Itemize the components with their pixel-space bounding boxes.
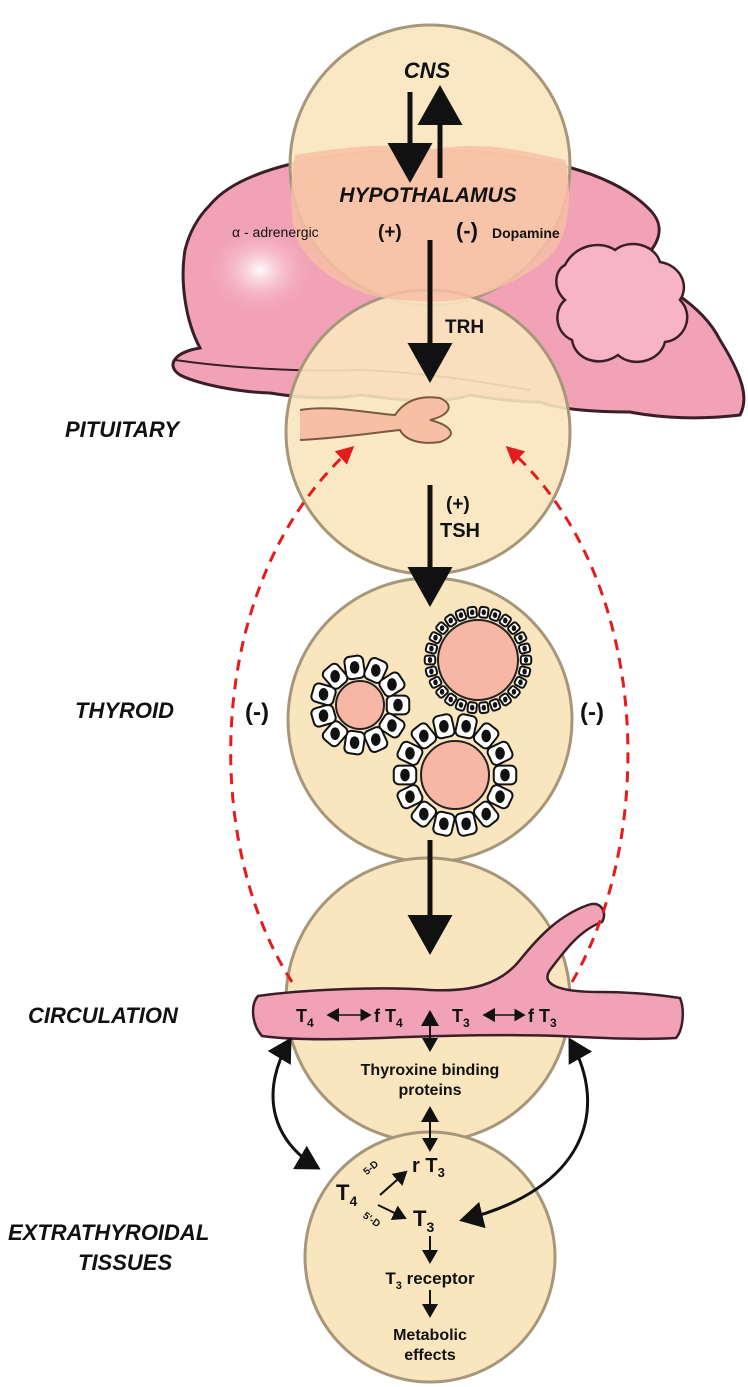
- thyroid-label: THYROID: [75, 698, 174, 723]
- feedback-left-label: (-): [245, 699, 269, 726]
- metabolic-effects-line2: effects: [404, 1347, 456, 1364]
- pituitary-label: PITUITARY: [65, 417, 181, 442]
- tsh-label: TSH: [440, 520, 480, 542]
- hypothalamus-label: HYPOTHALAMUS: [339, 184, 516, 207]
- plus-sign: (+): [378, 222, 402, 243]
- extrathyroidal-label-line1: EXTRATHYROIDAL: [8, 1220, 209, 1245]
- thyroid-follicle: [425, 607, 532, 714]
- metabolic-effects-line1: Metabolic: [393, 1327, 467, 1344]
- circulation-label: CIRCULATION: [28, 1003, 179, 1028]
- trh-label: TRH: [445, 317, 484, 338]
- minus-sign: (-): [456, 218, 478, 243]
- tsh-plus-label: (+): [446, 494, 470, 515]
- thyroid-follicle: [394, 713, 517, 837]
- binding-proteins-line1: Thyroxine binding: [361, 1062, 500, 1079]
- dopamine-label: Dopamine: [492, 225, 560, 241]
- feedback-right-label: (-): [580, 699, 604, 726]
- binding-proteins-line2: proteins: [398, 1082, 461, 1099]
- extrathyroidal-label-line2: TISSUES: [78, 1250, 172, 1275]
- cns-label: CNS: [404, 58, 451, 83]
- alpha-adrenergic-label: α - adrenergic: [232, 224, 319, 240]
